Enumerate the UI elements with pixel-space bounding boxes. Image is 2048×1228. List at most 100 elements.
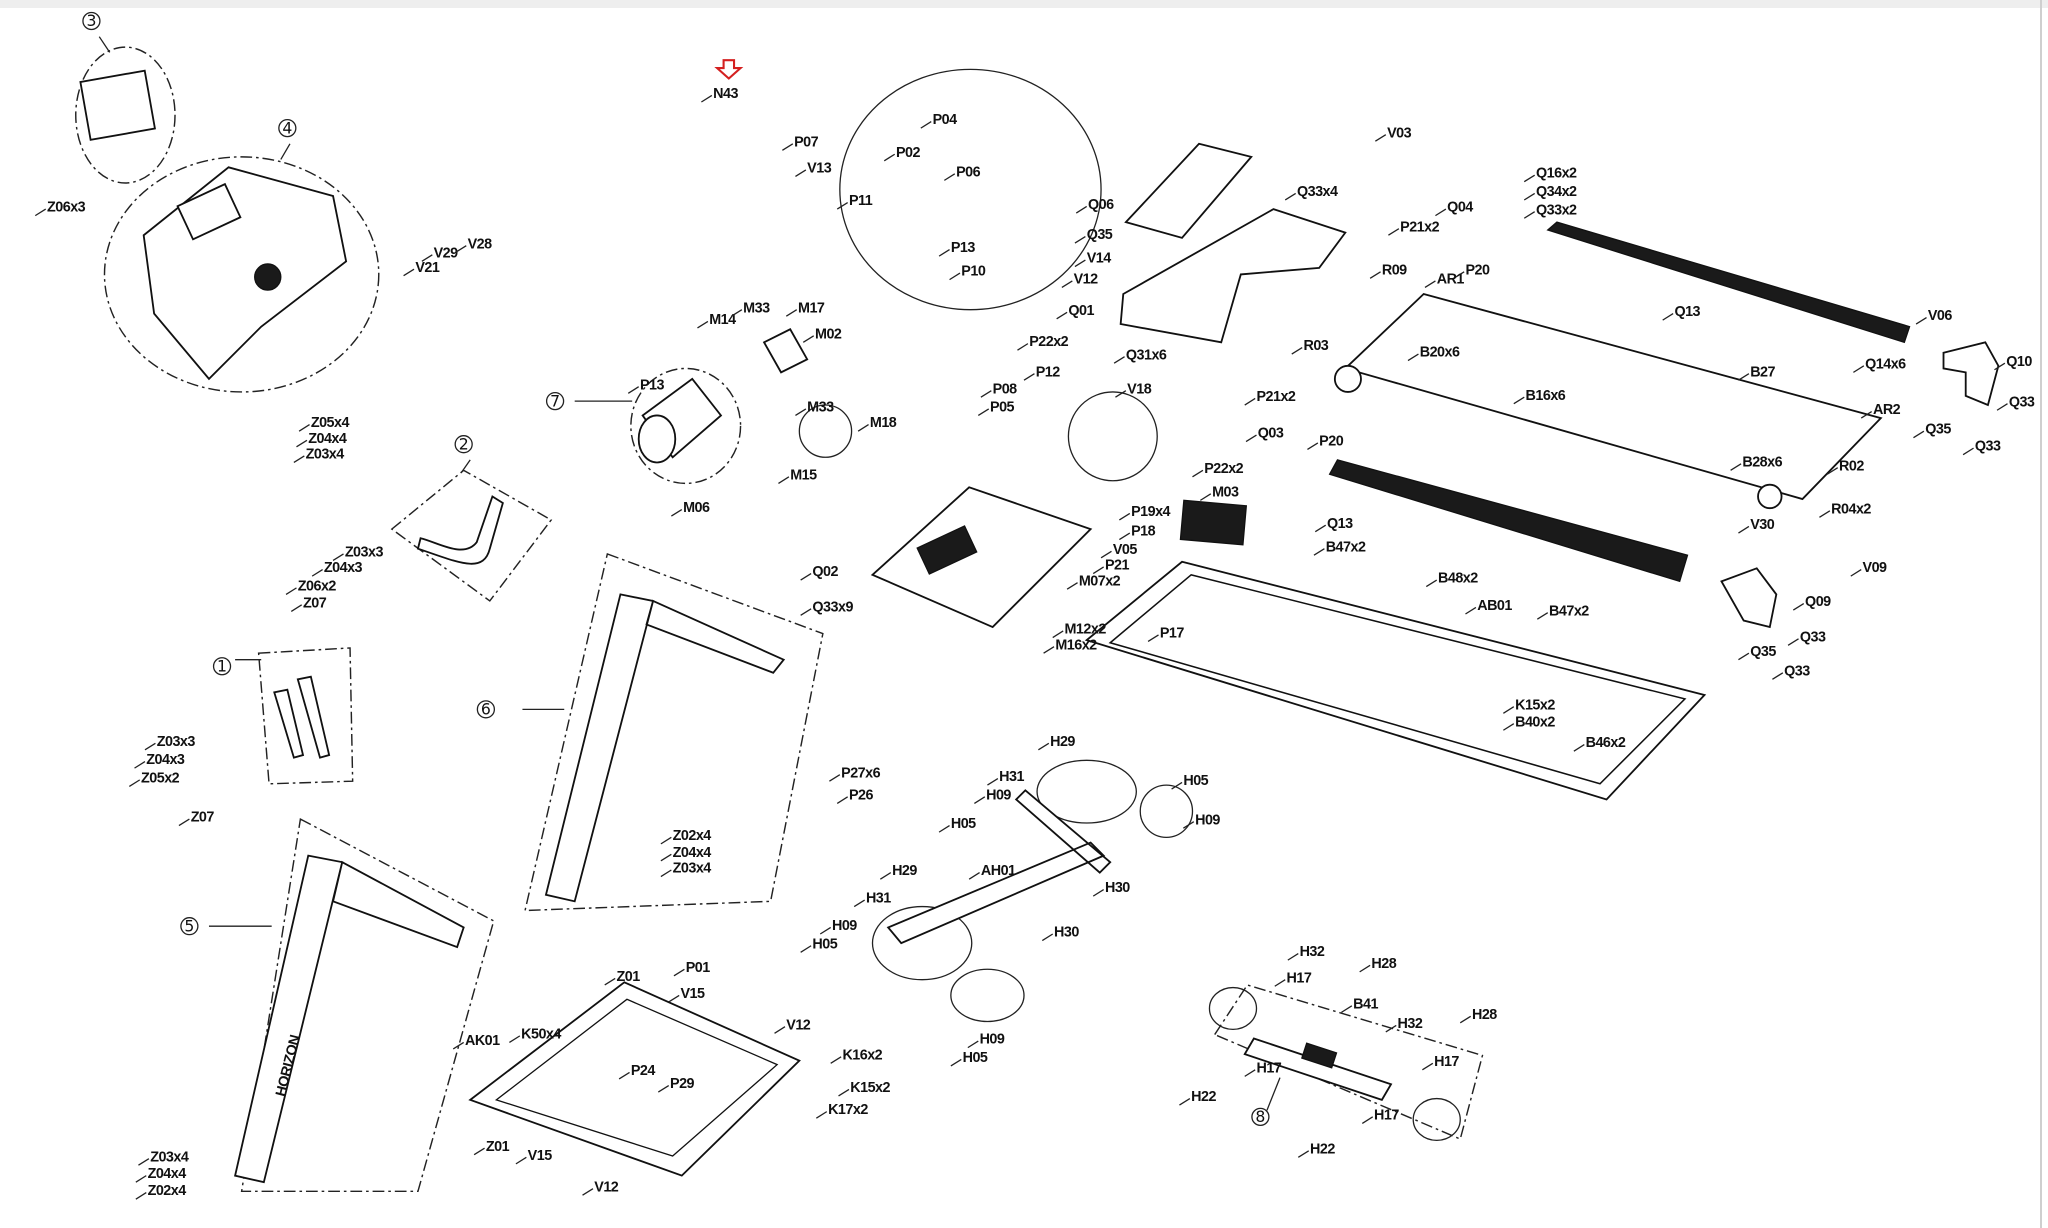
side-rail-bottom [1328,459,1689,583]
part-label-z02x4: Z02x4 [148,1183,187,1199]
part-label-q16x2: Q16x2 [1536,166,1577,182]
leader-line [1199,493,1212,501]
part-label-p29: P29 [670,1076,695,1092]
motor-cover-part [1119,208,1347,344]
part-label-h31: H31 [999,769,1024,785]
assembly-number: 4 [282,118,292,137]
leader-line [1092,889,1105,897]
part-label-z03x3: Z03x3 [345,545,384,561]
leader-line [980,390,992,398]
leader-line [1860,410,1873,419]
leader-line [1536,612,1549,620]
part-label-q33: Q33 [1800,629,1826,645]
leader-line [1826,467,1839,475]
leader-line [815,1111,828,1119]
leader-line [774,1026,786,1034]
part-label-q33x2: Q33x2 [1536,202,1577,218]
part-label-m18: M18 [870,415,897,431]
assembly-number: 3 [86,11,96,30]
leader-line [293,455,305,464]
part-label-p05: P05 [990,400,1015,416]
part-label-m33: M33 [743,300,770,316]
part-label-b28x6: B28x6 [1742,454,1782,470]
assembly-number-circle [212,657,232,676]
detail-ellipse [1036,759,1137,824]
part-label-p27x6: P27x6 [841,765,880,781]
part-label-p19x4: P19x4 [1131,504,1170,520]
part-label-p20: P20 [1319,434,1344,450]
leader-line [800,572,812,581]
part-label-z04x4: Z04x4 [308,431,347,447]
side-rail-top [1546,221,1911,344]
roller-frame-part [1243,1037,1393,1101]
part-label-v05: V05 [1113,542,1138,558]
leader-line [950,1058,962,1067]
part-label-q33x4: Q33x4 [1297,184,1338,200]
part-label-p04: P04 [933,112,958,128]
part-label-ak01: AK01 [465,1033,500,1049]
leader-line [1274,979,1286,987]
leader-line [830,1056,842,1064]
part-label-m14: M14 [709,312,736,328]
motor-controller-part [762,328,809,374]
part-label-k16x2: K16x2 [842,1047,882,1063]
part-label-b47x2: B47x2 [1326,539,1366,555]
leader-line [1465,606,1477,615]
leader-line [1738,525,1750,534]
part-label-m17: M17 [798,300,825,316]
part-label-z06x3: Z06x3 [47,200,86,216]
assembly-number: 1 [217,656,227,675]
assembly-number-circle [545,391,565,411]
part-label-b40x2: B40x2 [1515,714,1555,730]
leader-line [660,836,672,845]
part-label-q35: Q35 [1087,227,1113,243]
part-label-h32: H32 [1398,1016,1423,1032]
leader-line [1738,652,1750,661]
leader-line [1075,205,1088,214]
leader-line [782,143,794,151]
handlebar-1-part [273,675,331,759]
leader-line [1853,365,1865,373]
part-label-m06: M06 [683,500,710,516]
deck-part [1343,292,1883,501]
leader-line [1425,579,1438,588]
part-label-p24: P24 [631,1063,656,1079]
part-label-ar1: AR1 [1437,272,1465,288]
leader-line [1359,964,1371,973]
leader-line [1962,447,1974,456]
part-label-v06: V06 [1928,308,1953,324]
part-label-b27: B27 [1750,364,1775,380]
part-label-z05x4: Z05x4 [311,415,350,431]
leader-line [604,977,616,986]
leader-line [974,796,986,804]
part-label-r04x2: R04x2 [1831,501,1871,517]
part-label-h30: H30 [1105,880,1130,896]
part-label-m12x2: M12x2 [1064,622,1106,638]
leader-line [697,320,709,329]
highlight-arrow-icon [714,59,744,80]
leader-line [838,1088,850,1097]
part-label-q31x6: Q31x6 [1126,347,1167,363]
leader-line [1523,192,1536,201]
part-label-m03: M03 [1212,484,1239,500]
part-label-q34x2: Q34x2 [1536,184,1577,200]
leader-line [509,1035,521,1043]
callout-7-outline [630,367,742,485]
leader-line [660,869,672,878]
leader-line [1375,134,1387,142]
leader-line [1043,646,1055,654]
leader-line [1297,1150,1310,1158]
leader-line [332,553,344,562]
leader-line [943,173,956,181]
part-label-v09: V09 [1863,560,1888,576]
leader-line [1385,1024,1397,1033]
leader-line [1994,362,2006,371]
part-label-p21x2: P21x2 [1400,219,1439,235]
leader-line [128,779,141,787]
leader-line [1183,821,1195,829]
top-bar [0,0,2048,8]
leader-line [1503,706,1515,714]
leader-line [134,761,146,769]
leader-line [778,476,790,484]
part-label-q35: Q35 [1925,422,1951,438]
